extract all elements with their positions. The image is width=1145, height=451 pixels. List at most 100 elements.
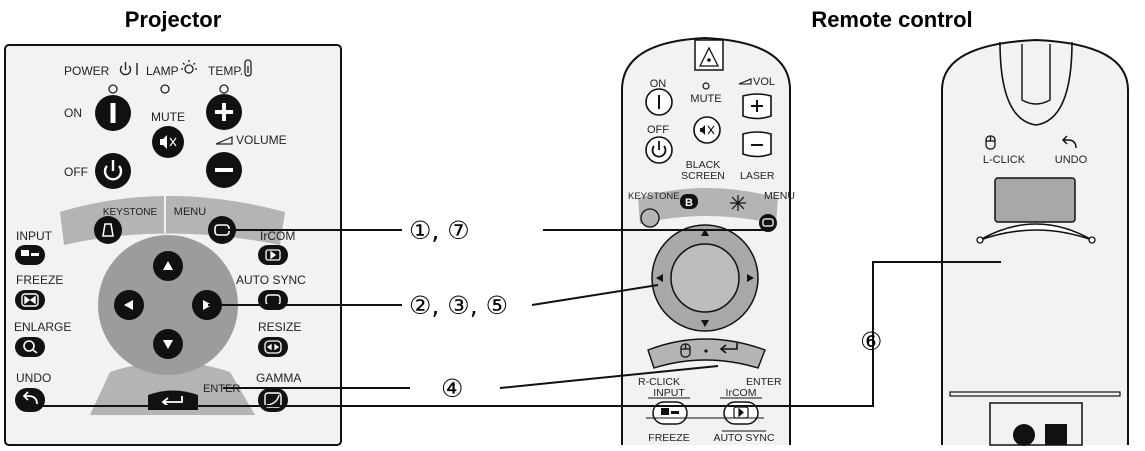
menu-label: MENU <box>174 206 206 218</box>
volume-triangle-icon <box>215 136 233 145</box>
resize-button[interactable] <box>258 337 288 357</box>
gamma-button[interactable] <box>258 388 288 412</box>
auto-sync-button[interactable] <box>258 290 288 310</box>
undo-arrow-icon <box>22 391 38 405</box>
remote-menu-label: MENU <box>764 190 795 202</box>
keystone-label: KEYSTONE <box>103 207 158 218</box>
laser-warning-icon <box>698 46 720 67</box>
remote-standby-icon <box>651 141 667 158</box>
remote-off-button[interactable] <box>645 136 673 164</box>
undo-label: UNDO <box>16 371 51 385</box>
remote-enter-label: ENTER <box>746 376 782 388</box>
remote-control-front: ON MUTE VOL OFF <box>621 36 795 445</box>
remote-black-label: BLACK <box>686 159 720 171</box>
auto-sync-label: AUTO SYNC <box>236 273 306 287</box>
ir-window-round <box>1013 424 1035 446</box>
freeze-icon <box>21 293 39 307</box>
up-button[interactable] <box>153 251 183 281</box>
remote-mute-button[interactable] <box>693 116 721 144</box>
remote-auto-sync-label: AUTO SYNC <box>713 432 774 444</box>
ir-window-square <box>1045 424 1067 445</box>
l-click-mouse-icon <box>985 135 996 150</box>
l-click-button[interactable] <box>994 177 1076 223</box>
arrow-right-icon <box>203 300 212 310</box>
callout-4: ④ <box>441 374 463 403</box>
callout-lines <box>32 229 1001 407</box>
remote-laser-label: LASER <box>740 170 775 182</box>
input-label: INPUT <box>16 229 53 243</box>
mouse-icon <box>680 343 691 358</box>
ircom-label: IrCOM <box>260 229 295 243</box>
remote-b-button[interactable]: B <box>680 194 698 209</box>
off-label: OFF <box>64 165 88 179</box>
remote-indicator-led <box>702 82 710 90</box>
ircom-icon <box>265 249 281 261</box>
battery-compartment <box>989 402 1083 446</box>
remote-input-icon <box>661 408 679 415</box>
right-button[interactable] <box>192 290 222 320</box>
freeze-label: FREEZE <box>16 273 63 287</box>
remote-control-title: Remote control <box>811 7 972 32</box>
projector-panel: POWER LAMP TEMP. ON MUTE <box>4 44 342 446</box>
enter-label: ENTER <box>203 383 240 395</box>
lamp-icon <box>181 60 197 74</box>
off-button[interactable] <box>95 153 131 189</box>
remote-arrow-down-icon <box>701 320 709 327</box>
arrow-up-icon <box>163 261 173 270</box>
resize-label: RESIZE <box>258 320 301 334</box>
down-button[interactable] <box>153 329 183 359</box>
remote-vol-label: VOL <box>753 76 775 88</box>
remote-control-back: L-CLICK UNDO <box>941 38 1129 446</box>
undo-rocker[interactable] <box>976 223 1096 244</box>
freeze-button[interactable] <box>15 290 45 310</box>
temp-indicator-led <box>219 84 229 94</box>
remote-b-key-label: B <box>685 197 693 209</box>
laser-window <box>694 39 724 71</box>
remote-volume-up-button[interactable] <box>742 93 772 120</box>
remote-on-label: ON <box>650 78 667 90</box>
remote-laser-button[interactable] <box>730 195 746 211</box>
remote-menu-button[interactable] <box>759 214 777 232</box>
remote-click-band[interactable] <box>647 338 766 369</box>
arrow-down-icon <box>163 340 173 349</box>
ircom-button[interactable] <box>258 245 288 265</box>
speaker-mute-icon <box>160 135 177 149</box>
mute-button[interactable] <box>152 126 184 158</box>
remote-arrow-left-icon <box>656 274 663 282</box>
back-undo-arrow-icon <box>1061 135 1077 149</box>
remote-keystone-label: KEYSTONE <box>628 191 680 202</box>
input-button[interactable] <box>15 245 45 265</box>
gamma-label: GAMMA <box>256 371 301 385</box>
projector-title: Projector <box>125 7 222 32</box>
remote-off-label: OFF <box>647 124 669 136</box>
remote-screen-label: SCREEN <box>681 170 725 182</box>
remote-arrow-up-icon <box>701 229 709 236</box>
remote-enter-arrow-icon <box>719 343 738 354</box>
volume-down-button[interactable] <box>206 152 242 188</box>
enter-arrow-icon <box>161 396 183 407</box>
directional-pad <box>98 235 238 375</box>
undo-button[interactable] <box>15 388 45 412</box>
remote-ircom-label: IrCOM <box>726 387 757 399</box>
remote-center-pad[interactable] <box>670 243 740 313</box>
standby-icon <box>103 160 123 181</box>
remote-freeze-label: FREEZE <box>648 432 689 444</box>
remote-keystone-button[interactable] <box>640 208 660 228</box>
enlarge-label: ENLARGE <box>14 320 71 334</box>
enter-button[interactable] <box>148 390 198 411</box>
remote-speaker-mute-icon <box>700 125 715 135</box>
left-button[interactable] <box>114 290 144 320</box>
volume-up-button[interactable] <box>206 94 242 130</box>
keystone-button[interactable] <box>94 216 122 244</box>
lamp-indicator-label: LAMP <box>146 64 179 78</box>
remote-arrow-right-icon <box>747 274 754 282</box>
on-button[interactable] <box>95 95 131 131</box>
remote-input-label: INPUT <box>653 387 685 399</box>
back-undo-label: UNDO <box>1055 154 1088 166</box>
remote-volume-down-button[interactable] <box>742 131 772 158</box>
remote-menu-icon <box>762 218 774 227</box>
remote-on-button[interactable] <box>645 88 673 116</box>
temp-indicator-label: TEMP. <box>208 64 243 78</box>
enlarge-button[interactable] <box>15 337 45 357</box>
